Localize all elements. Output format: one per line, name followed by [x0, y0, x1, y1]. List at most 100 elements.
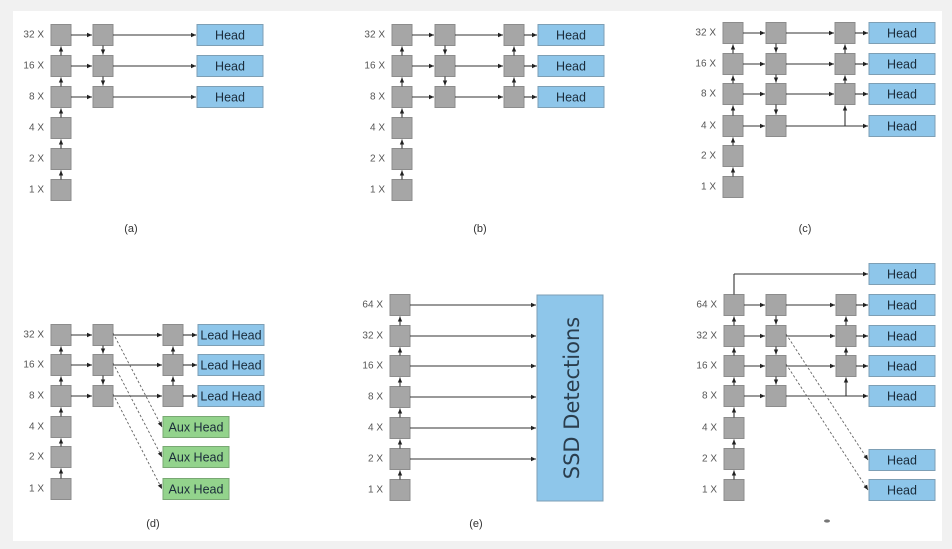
feature-node — [50, 86, 72, 108]
feature-node — [92, 324, 114, 346]
head-label: Head — [887, 268, 917, 282]
feature-node — [389, 386, 411, 408]
feature-node — [765, 115, 787, 137]
aux-head-label: Aux Head — [169, 421, 224, 435]
extra-head-box — [868, 449, 936, 471]
head-box — [537, 55, 605, 77]
scale-label: 1 X — [368, 485, 383, 496]
scale-label: 8 X — [29, 92, 44, 103]
feature-node — [389, 448, 411, 470]
head-label: Head — [215, 29, 245, 43]
feature-node — [834, 53, 856, 75]
feature-node — [50, 117, 72, 139]
feature-node — [765, 385, 787, 407]
feature-node — [723, 479, 745, 501]
feature-node — [50, 55, 72, 77]
feature-node — [50, 354, 72, 376]
scale-label: 2 X — [368, 454, 383, 465]
lead-head-box — [197, 324, 265, 346]
feature-node — [722, 115, 744, 137]
scale-label: 2 X — [701, 151, 716, 162]
feature-node — [834, 22, 856, 44]
feature-node — [835, 294, 857, 316]
scale-label: 8 X — [701, 89, 716, 100]
head-box — [868, 115, 936, 137]
head-label: Head — [887, 120, 917, 134]
feature-node — [723, 355, 745, 377]
feature-node — [503, 86, 525, 108]
feature-node — [765, 325, 787, 347]
head-box — [196, 24, 264, 46]
scale-label: 2 X — [702, 454, 717, 465]
feature-node — [765, 355, 787, 377]
head-box — [196, 55, 264, 77]
scale-label: 2 X — [370, 154, 385, 165]
feature-node — [50, 148, 72, 170]
feature-node — [50, 446, 72, 468]
feature-node — [834, 83, 856, 105]
scale-label: 16 X — [696, 361, 717, 372]
feature-node — [391, 55, 413, 77]
feature-node — [434, 24, 456, 46]
lead-head-box — [197, 354, 265, 376]
feature-node — [503, 55, 525, 77]
scale-label: 16 X — [695, 59, 716, 70]
feature-node — [391, 179, 413, 201]
aux-head-label: Aux Head — [169, 483, 224, 497]
scale-label: 8 X — [702, 391, 717, 402]
head-box — [868, 294, 936, 316]
feature-node — [835, 325, 857, 347]
feature-node — [722, 22, 744, 44]
feature-node — [92, 385, 114, 407]
panel-caption: (a) — [124, 223, 137, 235]
head-label: Head — [887, 390, 917, 404]
head-label: Head — [215, 60, 245, 74]
scale-label: 32 X — [696, 331, 717, 342]
scale-label: 16 X — [23, 360, 44, 371]
head-box — [196, 86, 264, 108]
feature-node — [50, 478, 72, 500]
head-label: Head — [556, 60, 586, 74]
feature-node — [389, 479, 411, 501]
feature-node — [723, 417, 745, 439]
scale-label: 2 X — [29, 452, 44, 463]
panel-caption: (d) — [146, 518, 159, 530]
scale-label: 2 X — [29, 154, 44, 165]
scale-label: 32 X — [362, 331, 383, 342]
head-box — [868, 83, 936, 105]
feature-node — [92, 24, 114, 46]
lead-head-label: Lead Head — [200, 390, 261, 404]
head-box — [868, 385, 936, 407]
scale-label: 16 X — [23, 61, 44, 72]
ssd-detections-box — [536, 294, 604, 502]
head-box — [537, 24, 605, 46]
scale-label: 4 X — [368, 423, 383, 434]
scale-label: 16 X — [364, 61, 385, 72]
panel-caption: (b) — [473, 223, 486, 235]
extra-head-box — [868, 479, 936, 501]
panel-caption: (e) — [469, 518, 482, 530]
head-box — [868, 263, 936, 285]
feature-node — [723, 448, 745, 470]
aux-head-box — [162, 446, 230, 468]
feature-node — [50, 179, 72, 201]
scale-label: 8 X — [368, 392, 383, 403]
feature-node — [391, 86, 413, 108]
scale-label: 4 X — [701, 121, 716, 132]
feature-node — [434, 86, 456, 108]
head-label: Head — [556, 91, 586, 105]
lead-head-label: Lead Head — [200, 329, 261, 343]
scale-label: 1 X — [29, 185, 44, 196]
feature-node — [162, 354, 184, 376]
feature-node — [92, 86, 114, 108]
panel-f: 64 X32 X16 X8 X4 X2 X1 XHeadHeadHeadHead… — [696, 263, 936, 523]
head-label: Head — [556, 29, 586, 43]
feature-node — [722, 53, 744, 75]
ssd-detections-label: SSD Detections — [560, 317, 584, 479]
scale-label: 32 X — [364, 30, 385, 41]
aux-head-box — [162, 416, 230, 438]
